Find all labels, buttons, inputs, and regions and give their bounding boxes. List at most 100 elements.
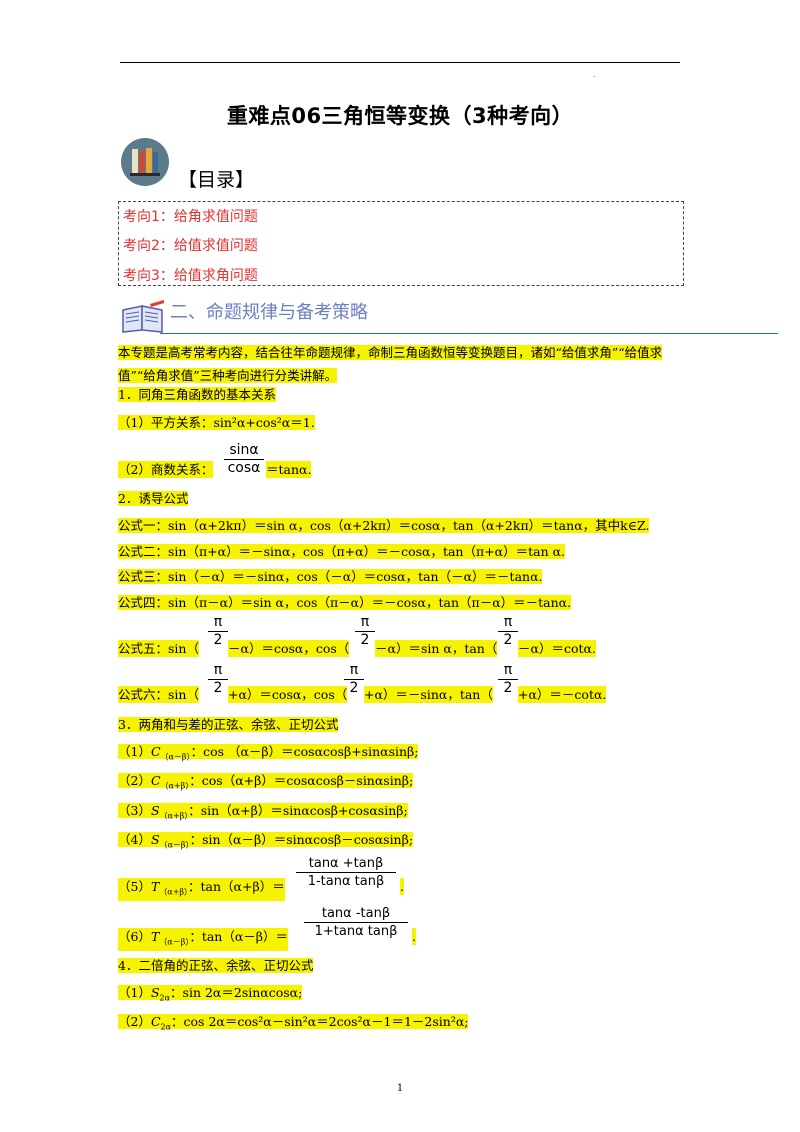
c3-body: ：sin（α+β）＝sinαcosβ+cosαsinβ; [188, 803, 408, 818]
open-book-icon [120, 300, 166, 334]
formula-3-text: 公式三：sin（－α）＝－sinα，cos（－α）＝cosα，tan（－α）＝－… [118, 569, 543, 584]
s3-heading: 3．两角和与差的正弦、余弦、正切公式 [118, 716, 339, 733]
d2-sub: 2α [160, 1022, 172, 1032]
formula-4: 公式四：sin（π－α）＝sin α，cos（π－α）＝－cosα，tan（π－… [118, 594, 572, 611]
d2-pre: （2） [118, 1014, 151, 1029]
formula-6-pi-1: π [208, 662, 228, 680]
header-dot: . [593, 70, 596, 79]
sum-diff-t1: （5）T（α+β）：tan（α+β）＝ tanα +tanβ 1-tanα ta… [118, 855, 518, 901]
c4-pre: （4） [118, 832, 151, 847]
c2-sub: （α+β） [160, 781, 190, 791]
formula-6-d: +α）＝－cotα. [518, 686, 607, 703]
formula-1-text: 公式一：sin（α+2kπ）＝sin α，cos（α+2kπ）＝cosα，tan… [118, 518, 650, 533]
formula-6-two-3: 2 [503, 680, 513, 696]
formula-5-b: －α）＝cosα，cos（ [228, 640, 350, 657]
header-rule [120, 62, 680, 63]
d1-pre: （1） [118, 985, 151, 1000]
sum-diff-t2: （6）T（α－β）：tan（α－β）＝ tanα -tanβ 1+tanα ta… [118, 905, 518, 951]
formula-6-a: 公式六：sin（ [118, 686, 199, 703]
toc-label: 【目录】 [178, 169, 255, 191]
toc-item-3[interactable]: 考向3：给值求角问题 [123, 268, 258, 284]
formula-5-c: －α）＝sin α，tan（ [375, 640, 498, 657]
c3-sub: （α+β） [159, 811, 189, 821]
c4-body: ：sin（α－β）＝sinαcosβ－cosαsinβ; [189, 832, 414, 847]
c6-sub: （α－β） [159, 937, 190, 947]
formula-6-b: +α）＝cosα，cos（ [228, 686, 348, 703]
intro-text: 本专题是高考常考内容，结合往年命题规律，命制三角函数恒等变换题目，诸如“给值求角… [118, 345, 663, 383]
c6-numerator: tanα -tanβ [304, 905, 408, 923]
s2-heading-text: 2．诱导公式 [118, 491, 189, 506]
d2-body: ：cos 2α＝cos²α－sin²α＝2cos²α－1＝1－2sin²α; [171, 1014, 469, 1029]
c5-body: ：tan（α+β）＝ [188, 879, 285, 894]
c6-pre: （6） [118, 929, 151, 944]
s3-heading-text: 3．两角和与差的正弦、余弦、正切公式 [118, 717, 339, 732]
s1-l2-tail: ＝tanα. [266, 461, 312, 478]
page-title: 重难点06三角恒等变换（3种考向） [226, 104, 574, 128]
toc-item-2[interactable]: 考向2：给值求值问题 [123, 238, 258, 254]
s4-heading-text: 4．二倍角的正弦、余弦、正切公式 [118, 958, 314, 973]
c3-sym: S [150, 803, 160, 818]
section-title: 二、命题规律与备考策略 [170, 302, 368, 323]
formula-5-two-3: 2 [503, 632, 513, 648]
formula-6-two-2: 2 [349, 680, 359, 696]
toc-item-1[interactable]: 考向1：给角求值问题 [123, 209, 258, 225]
c6-end: . [412, 928, 416, 945]
double-angle-2: （2）C2α：cos 2α＝cos²α－sin²α＝2cos²α－1＝1－2si… [118, 1013, 469, 1036]
double-angle-1: （1）S2α：sin 2α＝2sinαcosα; [118, 984, 303, 1007]
s1-heading-text: 1．同角三角函数的基本关系 [118, 387, 276, 402]
c5-sym: T [150, 879, 160, 894]
c5-denominator: 1-tanα tanβ [307, 874, 385, 889]
d2-sym: C [150, 1014, 161, 1029]
formula-3: 公式三：sin（－α）＝－sinα，cos（－α）＝cosα，tan（－α）＝－… [118, 568, 543, 585]
formula-5-pi-2: π [355, 614, 375, 632]
s1-l1-prefix: （1）平方关系： [118, 415, 214, 430]
c5-numerator: tanα +tanβ [296, 855, 396, 873]
c1-pre: （1） [118, 744, 151, 759]
formula-6-pi-2: π [344, 662, 364, 680]
formula-5: 公式五：sin（ π 2 －α）＝cosα，cos（ π 2 －α）＝sin α… [118, 614, 688, 658]
s1-square-relation: （1）平方关系：sin²α+cos²α＝1. [118, 414, 315, 431]
c6-sym: T [150, 929, 160, 944]
s1-l1-body: sin²α+cos²α＝1. [213, 415, 315, 430]
c4-sub: （α－β） [159, 840, 190, 850]
s1-l2-numerator: sinα [224, 442, 264, 460]
formula-2: 公式二：sin（π+α）＝－sinα，cos（π+α）＝－cosα，tan（π+… [118, 543, 566, 560]
s2-heading: 2．诱导公式 [118, 490, 189, 507]
section-rule [160, 333, 778, 334]
s1-heading: 1．同角三角函数的基本关系 [118, 386, 276, 403]
formula-4-text: 公式四：sin（π－α）＝sin α，cos（π－α）＝－cosα，tan（π－… [118, 595, 572, 610]
formula-1: 公式一：sin（α+2kπ）＝sin α，cos（α+2kπ）＝cosα，tan… [118, 517, 650, 534]
c6-denominator: 1+tanα tanβ [314, 924, 398, 939]
d1-body: ：sin 2α＝2sinαcosα; [170, 985, 303, 1000]
d1-sub: 2α [159, 993, 171, 1003]
sum-diff-c2: （2）C（α+β）：cos（α+β）＝cosαcosβ－sinαsinβ; [118, 772, 414, 795]
c1-sub: （α－β） [160, 752, 191, 762]
sum-diff-s1: （3）S（α+β）：sin（α+β）＝sinαcosβ+cosαsinβ; [118, 802, 408, 825]
formula-5-d: －α）＝cotα. [518, 640, 596, 657]
formula-5-two-2: 2 [360, 632, 370, 648]
toc-box: 考向1：给角求值问题 考向2：给值求值问题 考向3：给值求角问题 [118, 201, 684, 286]
s1-l2-denominator: cosα [227, 460, 261, 476]
intro-paragraph: 本专题是高考常考内容，结合往年命题规律，命制三角函数恒等变换题目，诸如“给值求角… [118, 341, 688, 387]
sum-diff-c1: （1）C（α－β）：cos （α－β）＝cosαcosβ+sinαsinβ; [118, 743, 419, 766]
c3-pre: （3） [118, 803, 151, 818]
s1-l2-prefix: （2）商数关系： [118, 461, 214, 478]
formula-2-text: 公式二：sin（π+α）＝－sinα，cos（π+α）＝－cosα，tan（π+… [118, 544, 566, 559]
c5-sub: （α+β） [159, 887, 189, 897]
d1-sym: S [150, 985, 160, 1000]
c1-body: ：cos （α－β）＝cosαcosβ+sinαsinβ; [190, 744, 419, 759]
c2-sym: C [150, 773, 161, 788]
formula-5-pi-3: π [498, 614, 518, 632]
c5-end: . [400, 878, 404, 895]
c2-pre: （2） [118, 773, 151, 788]
books-icon [120, 137, 170, 187]
formula-5-pi-1: π [208, 614, 228, 632]
sum-diff-s2: （4）S（α－β）：sin（α－β）＝sinαcosβ－cosαsinβ; [118, 831, 414, 854]
c4-sym: S [150, 832, 160, 847]
formula-6-pi-3: π [498, 662, 518, 680]
s4-heading: 4．二倍角的正弦、余弦、正切公式 [118, 957, 314, 974]
formula-6-c: +α）＝－sinα，tan（ [364, 686, 493, 703]
formula-6-two-1: 2 [213, 680, 223, 696]
formula-5-two-1: 2 [213, 632, 223, 648]
c6-body: ：tan（α－β）＝ [189, 929, 289, 944]
